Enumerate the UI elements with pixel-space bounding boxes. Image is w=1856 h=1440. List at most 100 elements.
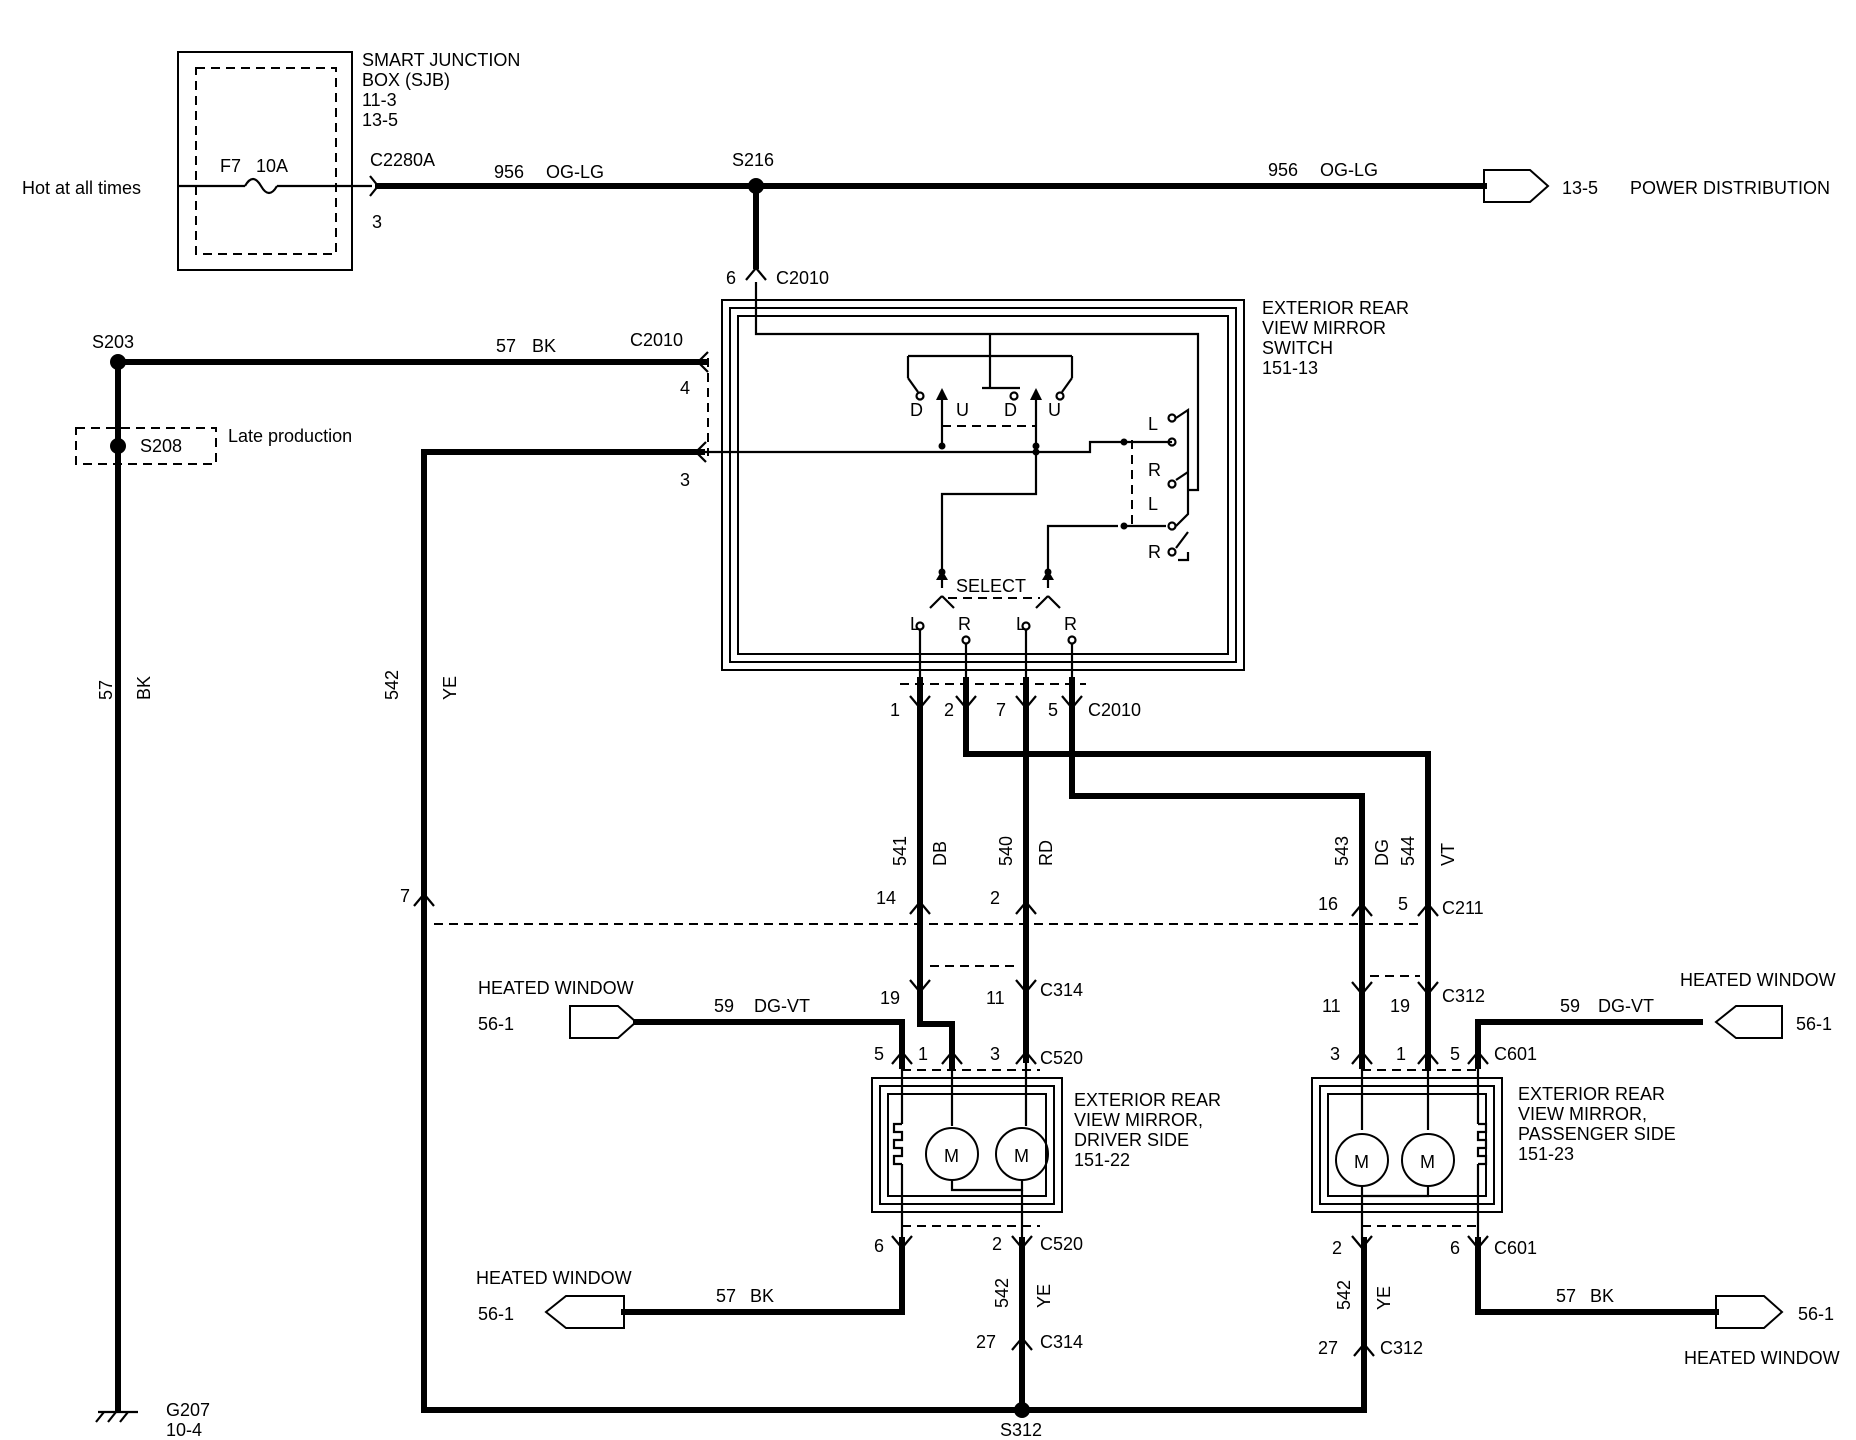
wire-ye-color: YE — [440, 676, 460, 700]
heated-window-label-driver-top: HEATED WINDOW — [478, 978, 634, 998]
mirror-switch-box — [721, 299, 1245, 671]
heated-window-connector-driver-top — [569, 1005, 638, 1039]
driver-mirror-title-line1: EXTERIOR REAR — [1074, 1090, 1221, 1110]
c520-pin-2: 2 — [992, 1234, 1002, 1254]
pass-mirror-title-line3: PASSENGER SIDE — [1518, 1124, 1676, 1144]
switch-label-r-2: R — [1148, 542, 1161, 562]
wire-544-vt — [963, 677, 1431, 993]
wire-541-number: 541 — [890, 836, 910, 866]
wire-542-ye-loop — [421, 449, 1367, 1413]
wire-bk-color-driver: BK — [750, 1286, 774, 1306]
c211-pin-16: 16 — [1318, 894, 1338, 914]
wire-956-number-left: 956 — [494, 162, 524, 182]
connector-c314-bottom: C314 — [1040, 1332, 1083, 1352]
heated-window-ref-pass-bottom: 56-1 — [1798, 1304, 1834, 1324]
splice-s216-label: S216 — [732, 150, 774, 170]
pass-mirror-title-line2: VIEW MIRROR, — [1518, 1104, 1647, 1124]
heated-window-label-pass-top: HEATED WINDOW — [1680, 970, 1836, 990]
connector-c211: C211 — [1442, 898, 1484, 918]
wire-543-number: 543 — [1332, 836, 1352, 866]
c520-bottom-arrows — [891, 1235, 1033, 1250]
passenger-mirror-box — [1311, 1066, 1503, 1240]
fuse-rating: 10A — [256, 156, 288, 176]
switch-sel-l-2: L — [1016, 614, 1026, 634]
driver-mirror-title-line3: DRIVER SIDE — [1074, 1130, 1189, 1150]
c312-pin-27: 27 — [1318, 1338, 1338, 1358]
switch-pin-6: 6 — [726, 268, 736, 288]
heated-window-label-driver-bottom: HEATED WINDOW — [476, 1268, 632, 1288]
switch-sel-r-2: R — [1064, 614, 1077, 634]
c601-pin-3: 3 — [1330, 1044, 1340, 1064]
wire-dgvt-color-pass: DG-VT — [1598, 996, 1654, 1016]
c520-pin-1: 1 — [918, 1044, 928, 1064]
heated-window-ref-pass-top: 56-1 — [1796, 1014, 1832, 1034]
switch-label-d-1: D — [910, 400, 923, 420]
motor-label-pass-1: M — [1354, 1152, 1369, 1172]
pass-mirror-title-line1: EXTERIOR REAR — [1518, 1084, 1665, 1104]
s208-late-production-box — [75, 427, 217, 465]
c601-pin-1: 1 — [1396, 1044, 1406, 1064]
motor-label-driver-1: M — [944, 1146, 959, 1166]
hot-at-all-times: Hot at all times — [22, 178, 141, 198]
power-distribution-label: POWER DISTRIBUTION — [1630, 178, 1830, 198]
connector-c2280a: C2280A — [370, 150, 435, 170]
switch-internal-circuit — [698, 282, 1200, 680]
switch-sel-l-1: L — [910, 614, 920, 634]
switch-title-line3: SWITCH — [1262, 338, 1333, 358]
c211-pin-14: 14 — [876, 888, 896, 908]
pass-mirror-ref: 151-23 — [1518, 1144, 1574, 1164]
switch-out-pin-7: 7 — [996, 700, 1006, 720]
heated-window-ref-driver-top: 56-1 — [478, 1014, 514, 1034]
ground-symbol — [95, 1410, 138, 1423]
heated-window-connector-driver-bottom — [544, 1295, 625, 1329]
pin-7-c211: 7 — [400, 886, 410, 906]
switch-title-line1: EXTERIOR REAR — [1262, 298, 1409, 318]
wire-vt-color: VT — [1438, 843, 1458, 866]
wire-rd-color: RD — [1036, 840, 1056, 866]
heated-window-connector-pass-bottom — [1715, 1295, 1784, 1329]
wire-956-color-left: OG-LG — [546, 162, 604, 182]
switch-ref: 151-13 — [1262, 358, 1318, 378]
wire-57-bk-passenger — [1475, 1237, 1719, 1315]
driver-mirror-ref: 151-22 — [1074, 1150, 1130, 1170]
sjb-ref-2: 13-5 — [362, 110, 398, 130]
c312-pin-19: 19 — [1390, 996, 1410, 1016]
connector-c601-bottom: C601 — [1494, 1238, 1537, 1258]
sjb-ref-1: 11-3 — [362, 90, 397, 110]
power-distribution-arrow — [1483, 169, 1550, 203]
splice-s203-label: S203 — [92, 332, 134, 352]
wire-542-number-pass: 542 — [1334, 1280, 1354, 1310]
c312-pin-11: 11 — [1322, 996, 1341, 1016]
driver-mirror-box — [871, 1060, 1063, 1240]
wire-956-color-right: OG-LG — [1320, 160, 1378, 180]
late-production-note: Late production — [228, 426, 352, 446]
switch-out-pin-1: 1 — [890, 700, 900, 720]
heated-window-connector-pass-top — [1714, 1005, 1783, 1039]
switch-label-l-1: L — [1148, 414, 1158, 434]
connector-c312-top: C312 — [1442, 986, 1485, 1006]
connector-c520-top: C520 — [1040, 1048, 1083, 1068]
splice-s312-label: S312 — [1000, 1420, 1042, 1440]
switch-out-pin-arrows — [909, 695, 1083, 710]
switch-sel-r-1: R — [958, 614, 971, 634]
switch-label-d-2: D — [1004, 400, 1017, 420]
wire-57-number-vertical: 57 — [96, 680, 116, 700]
wire-59-number-driver: 59 — [714, 996, 734, 1016]
sjb-pin-3: 3 — [372, 212, 382, 232]
c211-pin-arrows — [909, 900, 1439, 917]
switch-select-label: SELECT — [956, 576, 1026, 596]
wire-59-dgvt-driver — [633, 1019, 905, 1069]
sjb-title-line2: BOX (SJB) — [362, 70, 450, 90]
switch-title-line2: VIEW MIRROR — [1262, 318, 1386, 338]
wire-57-number-top: 57 — [496, 336, 516, 356]
ground-ref: 10-4 — [166, 1420, 202, 1440]
switch-connector-c2010-left: C2010 — [630, 330, 683, 350]
c211-pin-5: 5 — [1398, 894, 1408, 914]
connector-c601-top: C601 — [1494, 1044, 1537, 1064]
connector-c520-bottom: C520 — [1040, 1234, 1083, 1254]
switch-label-u-1: U — [956, 400, 969, 420]
heated-window-label-pass-bottom: HEATED WINDOW — [1684, 1348, 1840, 1368]
switch-connector-c2010-top: C2010 — [776, 268, 829, 288]
wire-bk-color-vertical: BK — [134, 676, 154, 700]
connector-c314-top: C314 — [1040, 980, 1083, 1000]
